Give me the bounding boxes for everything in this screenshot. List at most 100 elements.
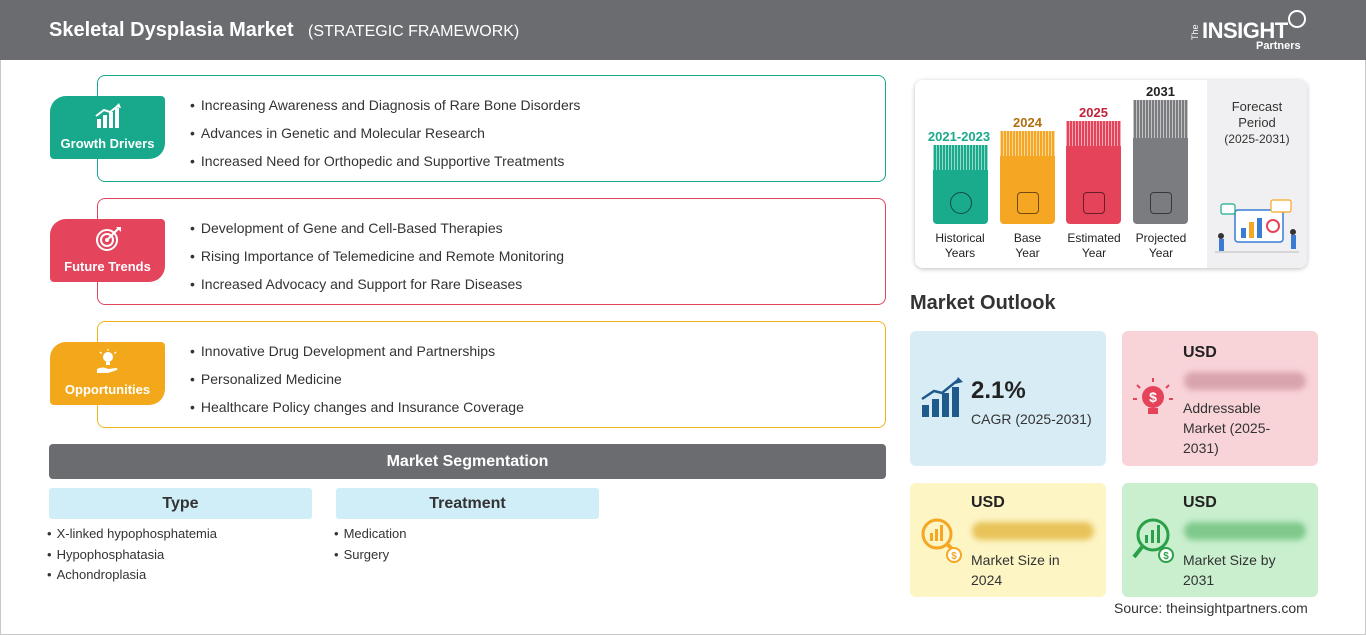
- lightbulb-dollar-icon: $: [1133, 378, 1173, 414]
- base-label: Base Year: [995, 231, 1060, 261]
- svg-text:$: $: [1149, 389, 1157, 405]
- forecast-title-line-1: Forecast: [1231, 99, 1283, 114]
- size-2024-label-line-2: 2024: [971, 572, 1003, 588]
- base-year: 2024: [1013, 115, 1042, 130]
- size-2024-value-blurred: [972, 522, 1094, 540]
- future-trends-list: Development of Gene and Cell-Based Thera…: [190, 218, 564, 302]
- projected-year: 2031: [1146, 84, 1175, 99]
- estimated-label-line-1: Estimated: [1067, 231, 1121, 245]
- target-icon: [96, 227, 121, 251]
- estimated-year: 2025: [1079, 105, 1108, 120]
- addressable-label-line-3: 2031): [1183, 440, 1219, 456]
- historical-label: Historical Years: [925, 231, 995, 261]
- analytics-dashboard-icon: [1215, 199, 1299, 253]
- money-growth-icon: $: [1132, 518, 1174, 563]
- projected-label-line-2: Year: [1148, 246, 1174, 260]
- history-clock-icon: [950, 192, 972, 214]
- opportunities-list: Innovative Drug Development and Partners…: [190, 341, 524, 425]
- historical-label-line-2: Years: [944, 246, 976, 260]
- growth-drivers-label: Growth Drivers: [60, 136, 155, 151]
- calendar-icon: [1017, 192, 1039, 214]
- list-item: Rising Importance of Telemedicine and Re…: [190, 246, 564, 274]
- list-item: Increasing Awareness and Diagnosis of Ra…: [190, 95, 581, 123]
- growth-chart-icon: [921, 377, 963, 417]
- list-item: Healthcare Policy changes and Insurance …: [190, 397, 524, 425]
- market-segmentation-bar: Market Segmentation: [49, 444, 886, 479]
- cagr-label: CAGR (2025-2031): [971, 411, 1092, 427]
- list-item: Hypophosphatasia: [47, 547, 217, 568]
- logo-insight-text: INSIGHT: [1202, 18, 1288, 43]
- base-label-line-1: Base: [1013, 231, 1042, 245]
- size-2024-label-line-1: Market Size in: [971, 552, 1060, 568]
- source-credit: Source: theinsightpartners.com: [1114, 600, 1308, 616]
- opportunities-badge: Opportunities: [50, 342, 165, 405]
- size-2031-usd: USD: [1183, 494, 1217, 511]
- list-item: Personalized Medicine: [190, 369, 524, 397]
- historical-label-line-1: Historical: [935, 231, 985, 245]
- segment-treatment-header: Treatment: [336, 488, 599, 519]
- cagr-card: 2.1% CAGR (2025-2031): [910, 331, 1106, 466]
- list-item: Development of Gene and Cell-Based Thera…: [190, 218, 564, 246]
- future-trends-label: Future Trends: [64, 259, 151, 274]
- growth-drivers-box: Increasing Awareness and Diagnosis of Ra…: [97, 75, 886, 182]
- estimate-chart-icon: [1083, 192, 1105, 214]
- market-size-2024-card: USD $ Market Size in 2024: [910, 483, 1106, 597]
- svg-text:$: $: [1163, 551, 1169, 562]
- future-trends-badge: Future Trends: [50, 219, 165, 282]
- list-item: Increased Need for Orthopedic and Suppor…: [190, 151, 580, 179]
- logo-the-text: The: [1190, 24, 1200, 40]
- addressable-label: Addressable Market (2025- 2031): [1183, 398, 1270, 458]
- projected-label: Projected Year: [1126, 231, 1196, 261]
- projected-column: [1133, 100, 1188, 224]
- addressable-label-line-2: Market (2025-: [1183, 420, 1271, 436]
- historical-year: 2021-2023: [927, 129, 991, 144]
- projection-board-icon: [1150, 192, 1172, 214]
- addressable-value-blurred: [1184, 372, 1306, 390]
- estimated-label: Estimated Year: [1058, 231, 1130, 261]
- segment-type-header: Type: [49, 488, 312, 519]
- size-2031-label-line-2: 2031: [1183, 572, 1215, 588]
- segment-treatment-list: Medication Surgery: [334, 526, 407, 568]
- addressable-market-card: USD $ Addressable Market (2025- 2031): [1122, 331, 1318, 466]
- addressable-usd: USD: [1183, 344, 1217, 361]
- lightbulb-hand-icon: [97, 349, 118, 373]
- list-item: Increased Advocacy and Support for Rare …: [190, 274, 564, 302]
- logo-partners-text: Partners: [1256, 40, 1301, 52]
- logo-ring-icon: [1288, 10, 1306, 28]
- addressable-label-line-1: Addressable: [1183, 400, 1261, 416]
- base-label-line-2: Year: [1015, 246, 1040, 260]
- size-2031-value-blurred: [1184, 522, 1306, 540]
- page-title: Skeletal Dysplasia Market: [49, 19, 294, 41]
- list-item: Surgery: [334, 547, 406, 568]
- money-analysis-icon: $: [921, 518, 962, 563]
- list-item: Medication: [334, 526, 407, 547]
- opportunities-label: Opportunities: [64, 382, 151, 397]
- insight-partners-logo[interactable]: The INSIGHT Partners: [1190, 10, 1310, 54]
- header-bar: Skeletal Dysplasia Market (STRATEGIC FRA…: [0, 0, 1366, 60]
- svg-text:$: $: [951, 551, 957, 562]
- growth-drivers-list: Increasing Awareness and Diagnosis of Ra…: [190, 95, 581, 179]
- estimated-label-line-2: Year: [1081, 246, 1107, 260]
- base-column: [1000, 131, 1055, 224]
- forecast-period-panel: Forecast Period (2025-2031): [1207, 80, 1307, 268]
- growth-drivers-badge: Growth Drivers: [50, 96, 165, 159]
- list-item: Advances in Genetic and Molecular Resear…: [190, 123, 580, 151]
- future-trends-box: Development of Gene and Cell-Based Thera…: [97, 198, 886, 305]
- bar-chart-growth-icon: [95, 103, 121, 128]
- page-subtitle: (STRATEGIC FRAMEWORK): [308, 23, 520, 40]
- projected-label-line-1: Projected: [1135, 231, 1187, 245]
- opportunities-box: Innovative Drug Development and Partners…: [97, 321, 886, 428]
- list-item: X-linked hypophosphatemia: [47, 526, 217, 547]
- forecast-period-range: (2025-2031): [1224, 132, 1290, 146]
- segment-type-list: X-linked hypophosphatemia Hypophosphatas…: [47, 526, 217, 588]
- cagr-value: 2.1%: [971, 377, 1026, 404]
- market-size-2031-card: USD $ Market Size by 2031: [1122, 483, 1318, 597]
- market-outlook-title: Market Outlook: [910, 292, 1056, 314]
- forecast-period-title: Forecast Period: [1207, 99, 1307, 131]
- historical-column: [933, 145, 988, 224]
- list-item: Achondroplasia: [47, 567, 217, 588]
- size-2024-label: Market Size in 2024: [971, 550, 1060, 590]
- size-2031-label-line-1: Market Size by: [1183, 552, 1276, 568]
- size-2031-label: Market Size by 2031: [1183, 550, 1276, 590]
- forecast-title-line-2: Period: [1238, 115, 1276, 130]
